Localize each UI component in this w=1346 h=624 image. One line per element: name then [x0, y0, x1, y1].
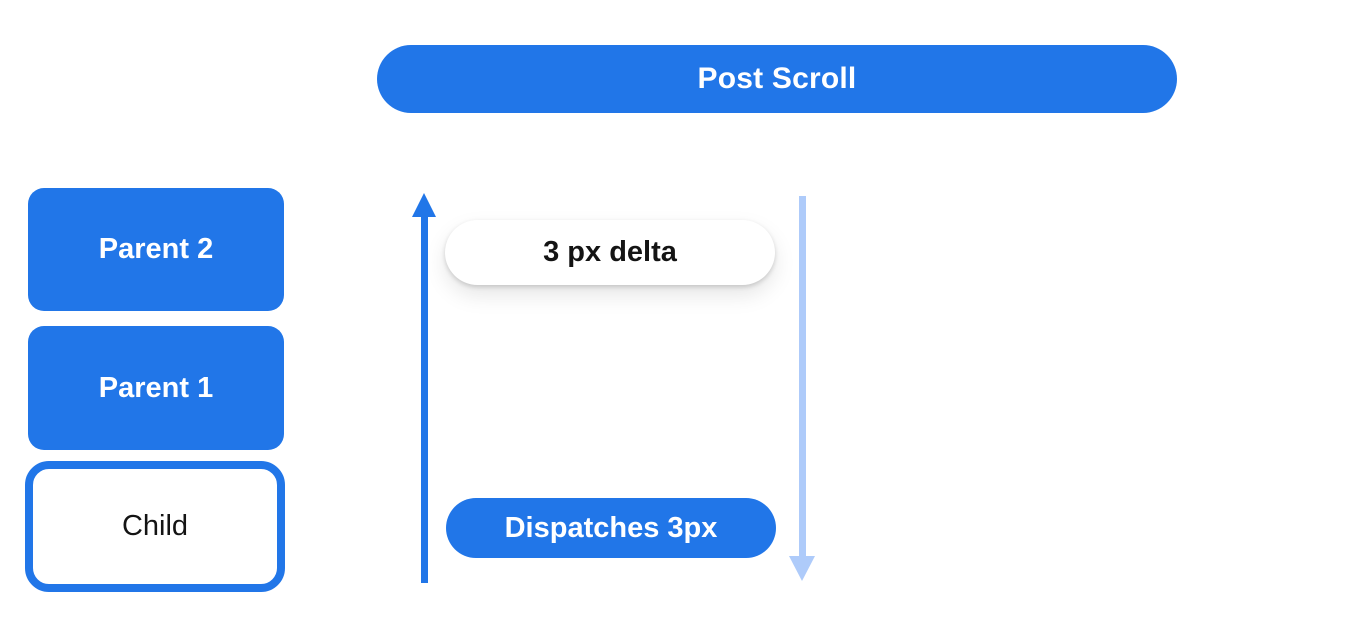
dispatch-label: Dispatches 3px — [504, 511, 718, 544]
down-arrowhead-icon — [789, 556, 815, 581]
dispatch-pill: Dispatches 3px — [446, 498, 776, 558]
child-box: Child — [25, 461, 285, 592]
parent-1-label: Parent 1 — [98, 371, 214, 404]
post-scroll-pill: Post Scroll — [377, 45, 1177, 113]
delta-pill: 3 px delta — [445, 220, 775, 285]
up-arrow-line — [420, 217, 428, 583]
post-scroll-label: Post Scroll — [697, 62, 857, 95]
parent-1-box: Parent 1 — [28, 326, 284, 450]
up-arrow-icon — [411, 193, 437, 583]
down-arrow-line — [798, 196, 806, 556]
down-arrow-icon — [789, 196, 815, 581]
up-arrowhead-icon — [412, 193, 436, 217]
delta-label: 3 px delta — [543, 236, 677, 268]
child-label: Child — [121, 510, 189, 542]
parent-2-label: Parent 2 — [98, 233, 214, 265]
parent-2-box: Parent 2 — [28, 188, 284, 311]
